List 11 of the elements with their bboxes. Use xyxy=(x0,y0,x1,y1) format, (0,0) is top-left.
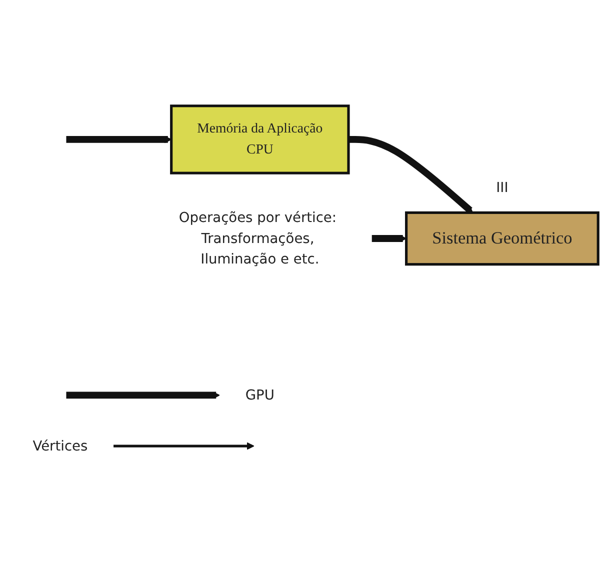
process-box: Sistema Geométrico xyxy=(405,211,600,266)
arrow xyxy=(66,136,172,144)
text-label: Vértices xyxy=(32,437,88,454)
arrow xyxy=(371,234,407,242)
process-box: Memória da Aplicação CPU xyxy=(170,104,350,174)
text-label: GPU xyxy=(245,386,274,403)
arrow xyxy=(66,391,220,399)
text-label: III xyxy=(496,179,508,196)
text-label: Operações por vértice: Transformações, Iluminação e etc. xyxy=(178,209,337,267)
leader-line xyxy=(114,442,254,450)
arrow xyxy=(348,136,474,213)
